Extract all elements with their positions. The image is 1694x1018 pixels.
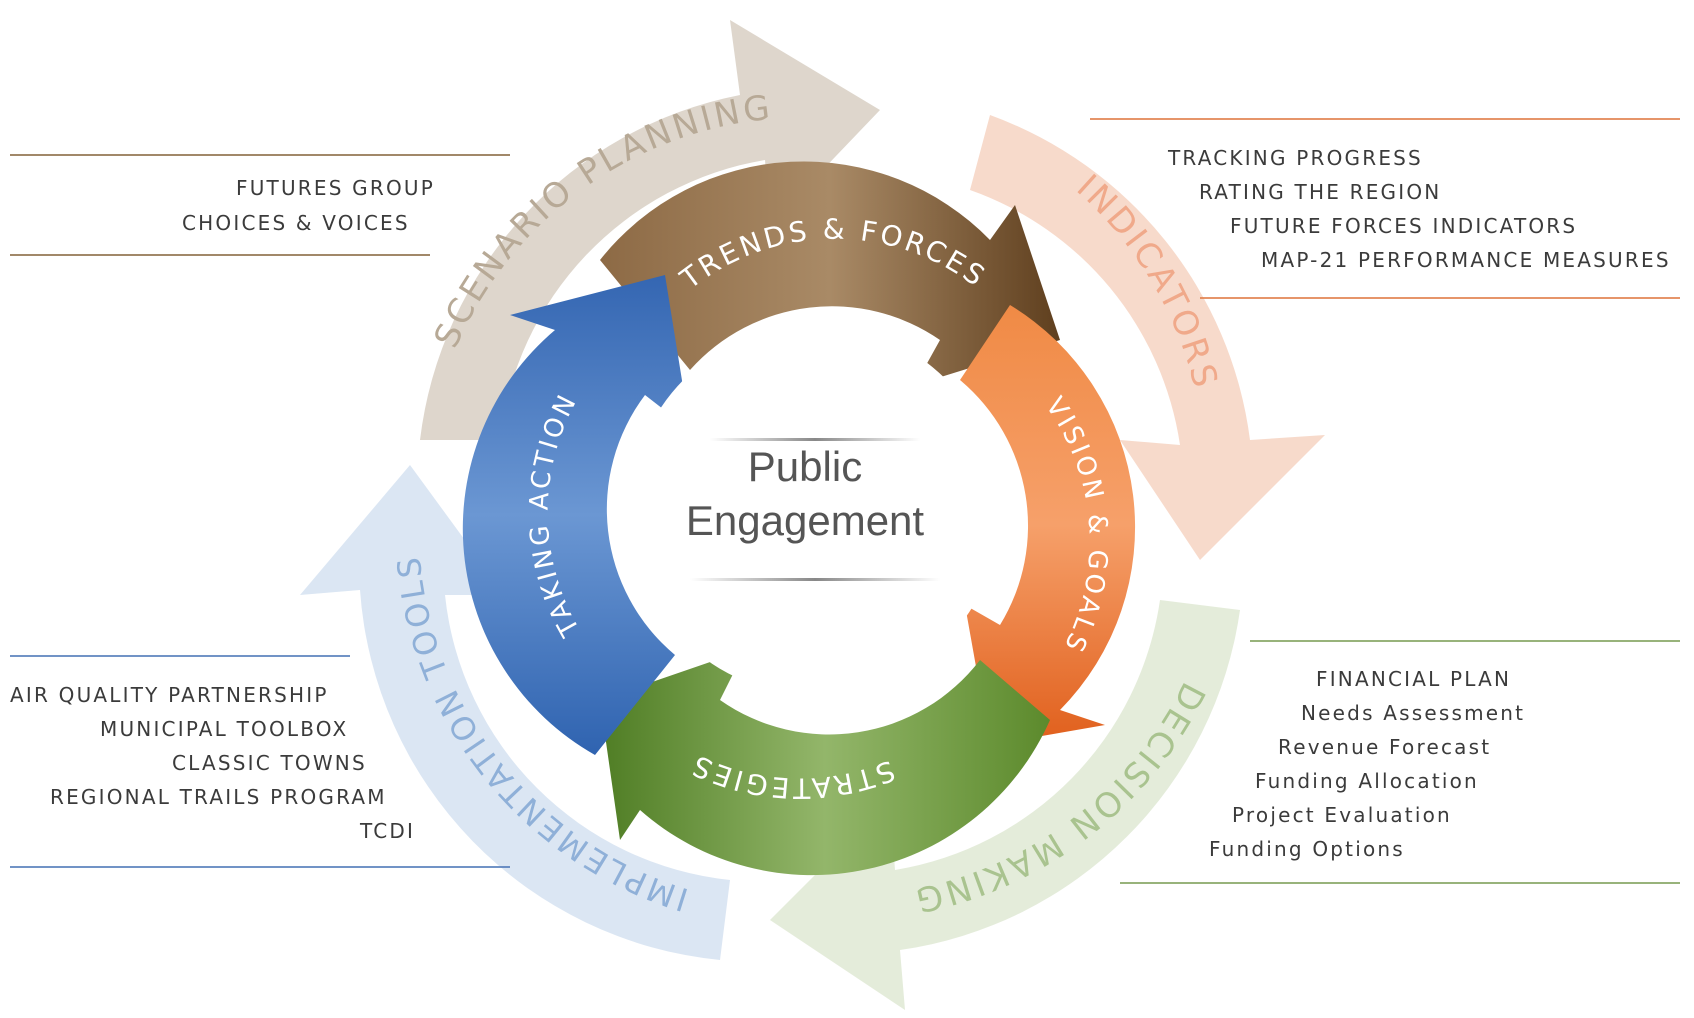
center-rule-top <box>710 438 920 441</box>
center-title-line2: Engagement <box>685 497 925 544</box>
indicators-item: TRACKING PROGRESS <box>1168 146 1423 170</box>
inner-taking-action-arrow <box>462 275 690 755</box>
decision-rule-top <box>1250 640 1680 642</box>
inner-trends-arrow <box>600 161 1060 385</box>
scenario-item: FUTURES GROUP <box>236 176 436 200</box>
indicators-item: RATING THE REGION <box>1199 180 1442 204</box>
center-title: Public Engagement <box>640 440 970 548</box>
outer-implementation-arrow <box>300 465 730 960</box>
scenario-rule-top <box>10 154 510 156</box>
implementation-item: AIR QUALITY PARTNERSHIP <box>10 683 329 707</box>
decision-item: Project Evaluation <box>1232 803 1452 827</box>
implementation-rule-bottom <box>10 866 510 868</box>
inner-strategies-arrow <box>600 650 1050 876</box>
center-disc <box>630 325 1000 695</box>
outer-decision-arrow <box>770 600 1240 1010</box>
implementation-item: REGIONAL TRAILS PROGRAM <box>50 785 387 809</box>
indicators-item: FUTURE FORCES INDICATORS <box>1230 214 1578 238</box>
decision-item: Needs Assessment <box>1301 701 1526 725</box>
decision-item: Revenue Forecast <box>1278 735 1492 759</box>
center-title-line1: Public <box>747 443 863 490</box>
indicators-rule-top <box>1090 118 1680 120</box>
implementation-rule-top <box>10 655 350 657</box>
indicators-rule-bottom <box>1200 297 1680 299</box>
implementation-item: TCDI <box>360 819 416 843</box>
implementation-item: CLASSIC TOWNS <box>172 751 367 775</box>
inner-vision-arrow <box>960 305 1136 745</box>
indicators-item: MAP-21 PERFORMANCE MEASURES <box>1261 248 1671 272</box>
decision-item: Funding Allocation <box>1255 769 1479 793</box>
outer-scenario-arrow <box>420 20 880 440</box>
decision-item: Funding Options <box>1209 837 1405 861</box>
decision-item: FINANCIAL PLAN <box>1316 667 1512 691</box>
center-rule-bottom <box>690 578 940 581</box>
implementation-item: MUNICIPAL TOOLBOX <box>100 717 349 741</box>
scenario-item: CHOICES & VOICES <box>182 211 410 235</box>
scenario-rule-bottom <box>10 254 430 256</box>
outer-indicators-arrow <box>970 115 1325 560</box>
decision-rule-bottom <box>1120 882 1680 884</box>
